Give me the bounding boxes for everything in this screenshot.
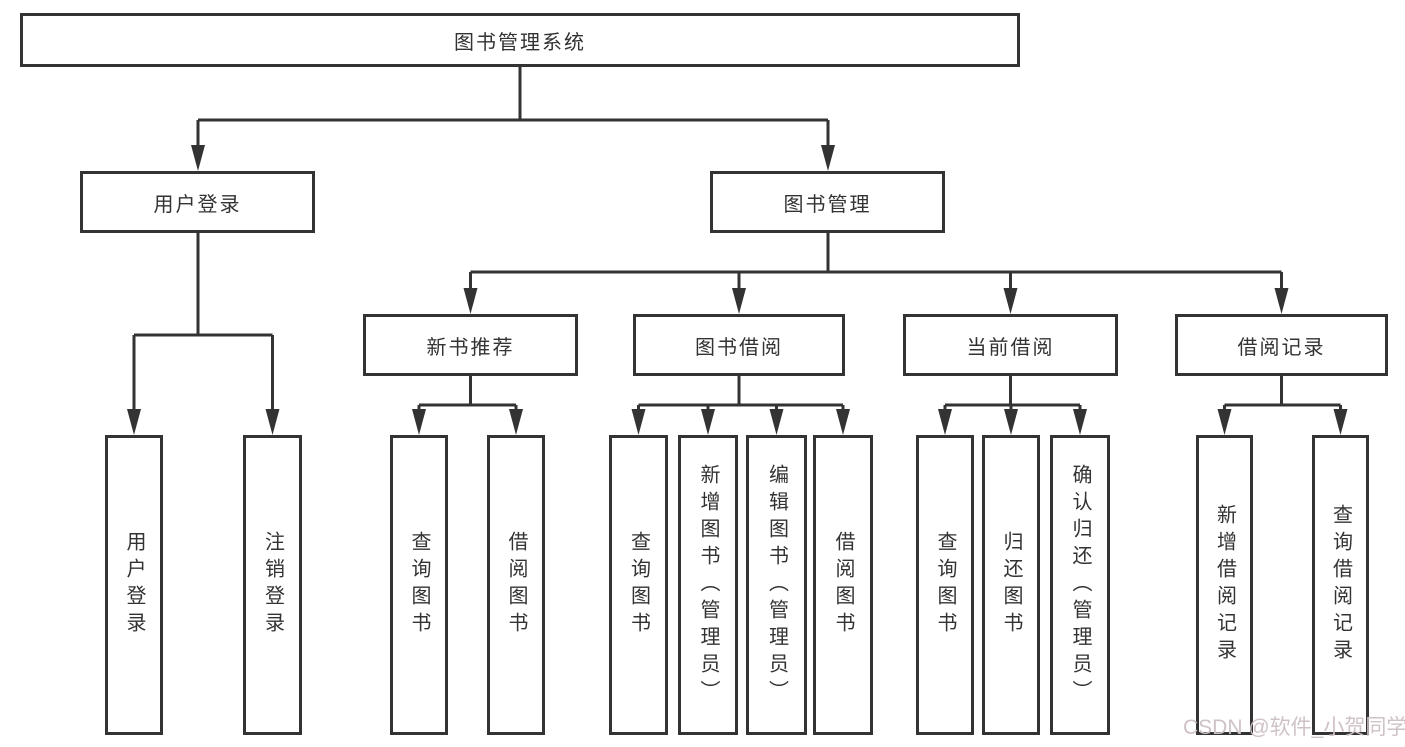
node-label: 确认归还（管理员）: [1069, 463, 1091, 707]
arrow-down-icon: [631, 409, 646, 435]
node-book-borrowing: 图书借阅: [633, 314, 845, 376]
node-label: 查询借阅记录: [1329, 504, 1352, 666]
node-leaf-confirm-return-admin: 确认归还（管理员）: [1050, 435, 1110, 735]
node-label: 图书借阅: [695, 336, 783, 359]
arrow-down-icon: [1274, 288, 1289, 314]
node-leaf-return-books: 归还图书: [982, 435, 1040, 735]
node-book-management: 图书管理: [710, 171, 945, 233]
node-leaf-query-books-2: 查询图书: [609, 435, 668, 735]
node-leaf-user-login: 用户登录: [105, 435, 163, 735]
arrow-down-icon: [509, 409, 523, 435]
node-leaf-query-books-1: 查询图书: [390, 435, 448, 735]
node-label: 新增图书（管理员）: [697, 463, 719, 707]
node-label: 当前借阅: [966, 336, 1055, 359]
arrow-down-icon: [265, 409, 280, 435]
csdn-watermark: CSDN @软件_小贺同学: [1183, 716, 1405, 739]
arrow-down-icon: [1333, 409, 1348, 435]
node-label: 用户登录: [153, 193, 242, 216]
arrow-down-icon: [1073, 409, 1087, 435]
node-root-system: 图书管理系统: [20, 13, 1020, 67]
node-user-login: 用户登录: [80, 171, 315, 233]
arrow-down-icon: [701, 409, 715, 435]
node-label: 编辑图书（管理员）: [765, 463, 788, 707]
node-leaf-edit-books-admin: 编辑图书（管理员）: [746, 435, 807, 735]
node-label: 查询图书: [627, 531, 650, 639]
node-label: 借阅记录: [1237, 336, 1326, 359]
node-label: 图书管理: [783, 193, 872, 216]
node-label: 注销登录: [261, 531, 284, 639]
node-leaf-borrow-books-2: 借阅图书: [813, 435, 873, 735]
node-leaf-add-books-admin: 新增图书（管理员）: [678, 435, 738, 735]
node-current-borrowing: 当前借阅: [903, 314, 1118, 376]
node-label: 借阅图书: [505, 531, 527, 639]
arrow-down-icon: [836, 409, 850, 435]
arrow-down-icon: [821, 145, 835, 171]
node-label: 查询图书: [408, 531, 430, 639]
node-label: 新书推荐: [426, 336, 515, 359]
node-leaf-query-books-3: 查询图书: [916, 435, 974, 735]
arrow-down-icon: [127, 409, 141, 435]
arrow-down-icon: [1217, 409, 1232, 435]
arrow-down-icon: [938, 409, 952, 435]
node-label: 归还图书: [1000, 531, 1022, 639]
node-leaf-borrow-books-1: 借阅图书: [487, 435, 545, 735]
arrow-down-icon: [1003, 288, 1018, 314]
arrow-down-icon: [1004, 409, 1018, 435]
node-label: 用户登录: [123, 531, 145, 639]
node-borrowing-records: 借阅记录: [1175, 314, 1388, 376]
node-label: 新增借阅记录: [1213, 504, 1236, 666]
node-label: 借阅图书: [832, 531, 854, 639]
node-label: 查询图书: [934, 531, 956, 639]
node-label: 图书管理系统: [454, 31, 586, 54]
arrow-down-icon: [463, 288, 478, 314]
arrow-down-icon: [191, 145, 205, 171]
node-leaf-query-borrow-record: 查询借阅记录: [1312, 435, 1369, 735]
arrow-down-icon: [732, 288, 746, 314]
arrow-down-icon: [412, 409, 426, 435]
node-leaf-add-borrow-record: 新增借阅记录: [1196, 435, 1253, 735]
node-new-book-recommendation: 新书推荐: [363, 314, 578, 376]
arrow-down-icon: [769, 409, 784, 435]
node-leaf-logout: 注销登录: [243, 435, 302, 735]
